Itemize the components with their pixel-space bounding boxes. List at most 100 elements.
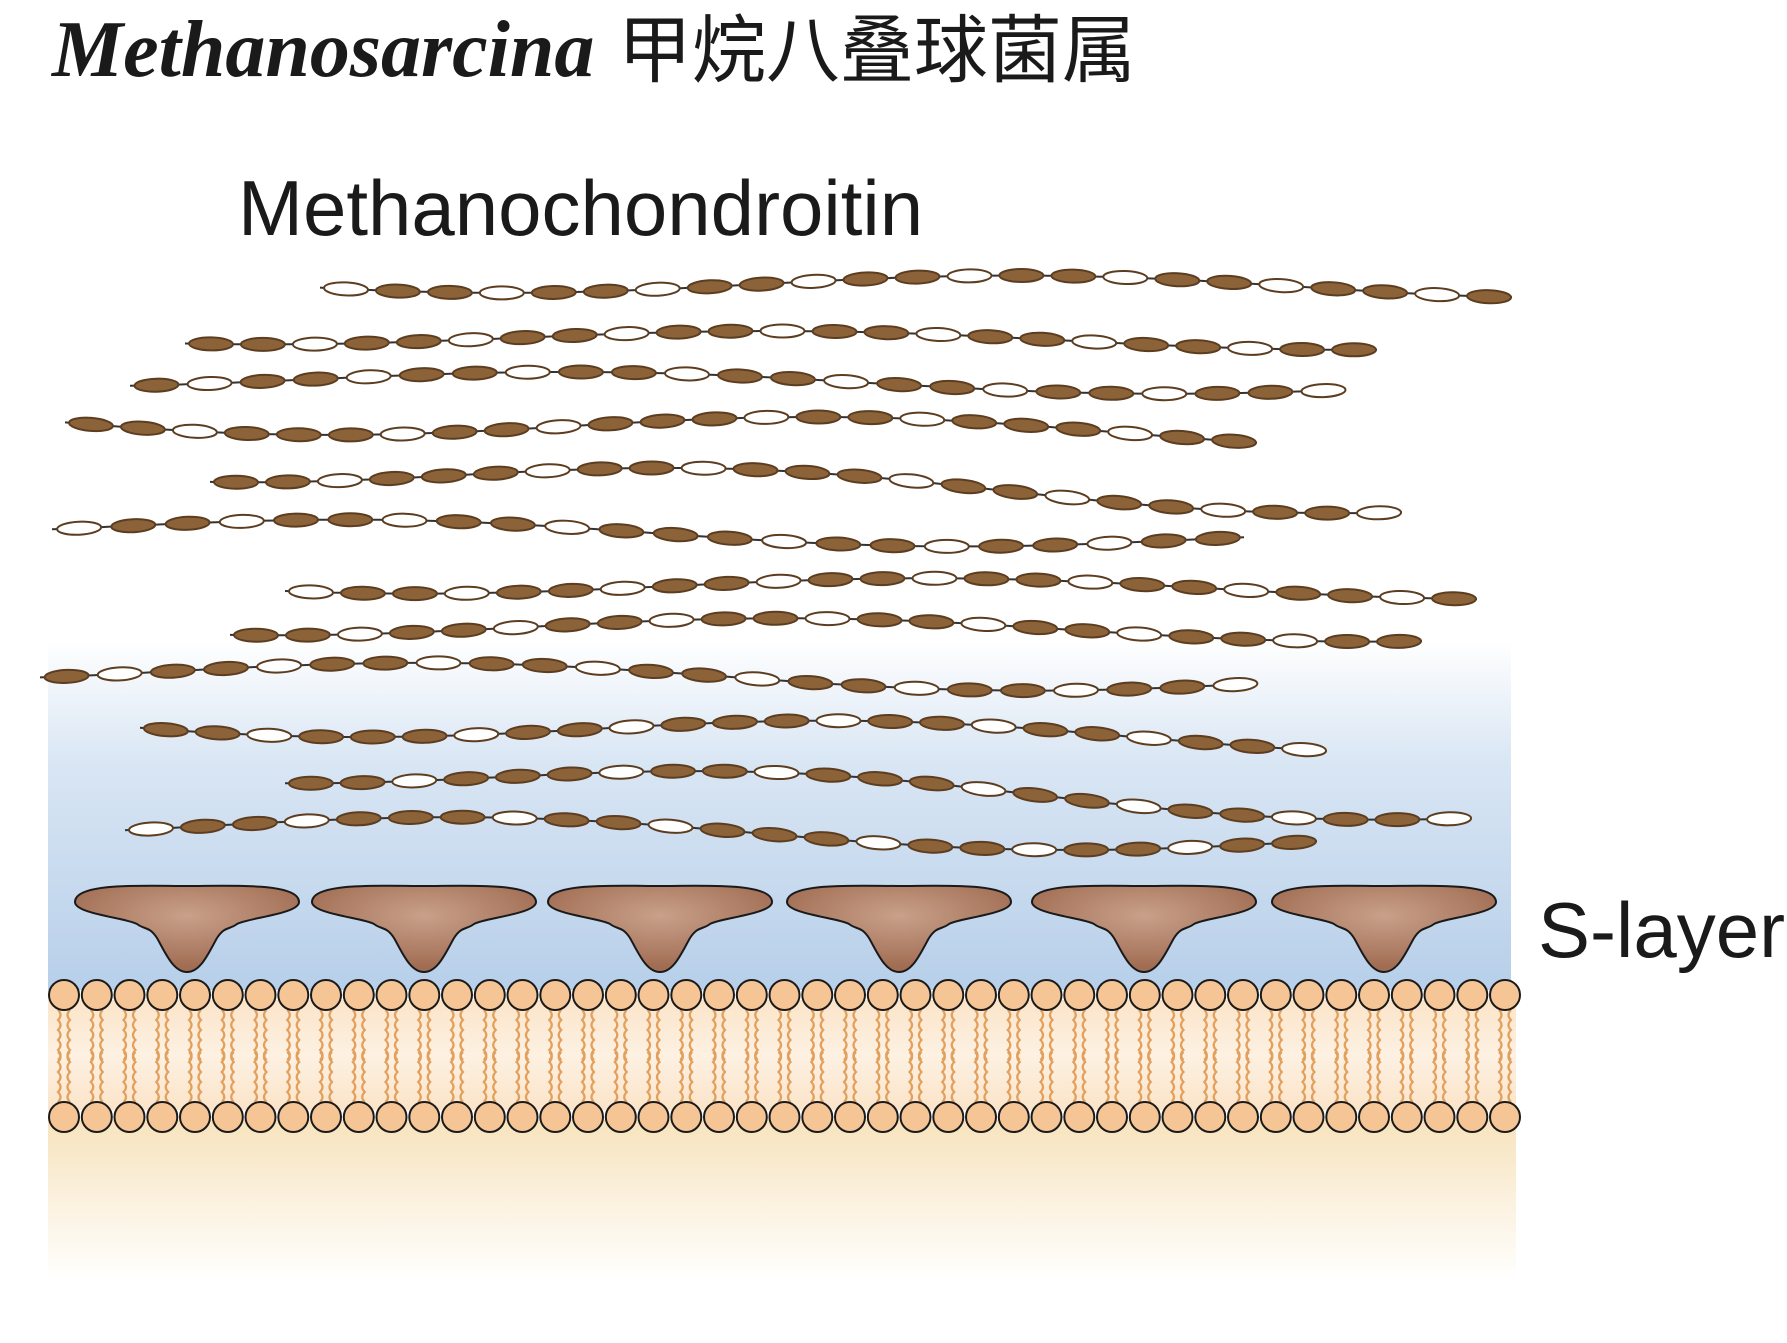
sugar-bead-brown (681, 667, 728, 683)
lipid-head-outer (1030, 979, 1063, 1011)
lipid-head-outer (604, 979, 637, 1011)
sugar-bead-brown (451, 365, 498, 381)
lipid-tail (1071, 1009, 1077, 1061)
lipid-tail (66, 1009, 72, 1061)
sugar-bead-white (415, 655, 462, 671)
sugar-bead-brown (1119, 577, 1166, 593)
sugar-bead-white (128, 821, 174, 837)
s-layer-protein (785, 884, 1013, 974)
polymer-chain (209, 460, 1403, 521)
lipid-tail (1245, 1051, 1251, 1103)
sugar-bead-brown (805, 767, 852, 783)
sugar-bead-brown (203, 660, 249, 677)
lipid-head-inner (473, 1101, 506, 1133)
lipid-head-inner (899, 1101, 932, 1133)
sugar-bead-white (381, 512, 428, 528)
lipid-tail (1048, 1051, 1055, 1103)
sugar-bead-white (664, 366, 710, 382)
sugar-bead-brown (1229, 738, 1276, 754)
sugar-bead-white (336, 626, 383, 642)
sugar-bead-brown (440, 622, 487, 638)
sugar-bead-brown (959, 840, 1006, 856)
lipid-tail (449, 1009, 455, 1061)
polymer-chain (51, 512, 1245, 554)
lipid-head-inner (408, 1101, 441, 1133)
sugar-bead-white (246, 727, 293, 743)
sugar-bead-white (911, 570, 958, 586)
lipid-head-outer (1161, 979, 1194, 1011)
lipid-tail (1366, 1009, 1372, 1061)
sugar-bead-brown (1171, 579, 1218, 596)
sugar-bead-brown (494, 768, 541, 784)
lipid-tail (230, 1051, 236, 1103)
lipid-tail (973, 1009, 979, 1061)
lipid-tail (917, 1051, 924, 1103)
sugar-bead-brown (1247, 384, 1294, 400)
lipid-tail (1114, 1009, 1120, 1061)
lipid-tail (262, 1051, 269, 1103)
lipid-tail (875, 1051, 881, 1103)
lipid-tail (688, 1009, 694, 1061)
lipid-tail (1278, 1051, 1284, 1103)
sugar-bead-brown (530, 284, 577, 301)
sugar-bead-white (598, 764, 645, 780)
sugar-bead-brown (179, 818, 226, 834)
lipid-tail (426, 1009, 432, 1061)
sugar-bead-white (186, 375, 233, 392)
sugar-bead-white (960, 616, 1007, 633)
lipid-tail (1137, 1051, 1143, 1103)
sugar-bead-brown (628, 460, 675, 476)
sugar-bead-white (56, 520, 103, 536)
lipid-tail (721, 1009, 727, 1061)
lipid-head-inner (1227, 1101, 1259, 1133)
sugar-bead-white (492, 620, 539, 636)
lipid-tail (1300, 1051, 1307, 1103)
lipid-tail (907, 1051, 914, 1103)
sugar-bead-brown (1159, 679, 1206, 695)
polymer-chain (129, 364, 1347, 402)
sugar-bead-brown (863, 325, 910, 341)
lipid-head-outer (899, 979, 932, 1011)
lipid-tail (1081, 1009, 1087, 1061)
sugar-bead-brown (298, 729, 345, 745)
lipid-tail (1409, 1051, 1415, 1103)
sugar-bead-brown (1012, 619, 1059, 636)
lipid-head-inner (113, 1101, 146, 1133)
sugar-bead-brown (547, 582, 594, 598)
lipid-head-outer (342, 979, 375, 1011)
sugar-bead-brown (239, 336, 286, 352)
sugar-bead-brown (495, 584, 542, 600)
sugar-bead-brown (1140, 533, 1187, 549)
lipid-head-outer (80, 979, 113, 1011)
sugar-bead-white (960, 781, 1007, 797)
lipid-tail (819, 1051, 825, 1103)
lipid-tail (1376, 1009, 1382, 1061)
sugar-bead-brown (1168, 629, 1215, 645)
lipid-tail (940, 1009, 946, 1061)
sugar-bead-white (379, 426, 426, 442)
sugar-bead-white (323, 281, 369, 297)
lipid-head-outer (539, 979, 572, 1011)
sugar-bead-brown (231, 815, 278, 832)
sugar-bead-brown (847, 410, 894, 426)
label-s-layer: S-layer (1538, 886, 1786, 974)
sugar-bead-white (535, 419, 582, 435)
sugar-bead-brown (1064, 623, 1111, 639)
lipid-tail (426, 1051, 432, 1103)
label-methanochondroitin: Methanochondroitin (238, 164, 924, 252)
sugar-bead-brown (738, 276, 785, 292)
lipid-tail (1179, 1051, 1186, 1103)
sugar-bead-brown (595, 814, 642, 831)
sugar-bead-brown (707, 323, 754, 339)
lipid-head-outer (179, 979, 211, 1011)
lipid-tail (1310, 1009, 1317, 1061)
sugar-bead-brown (1466, 289, 1512, 305)
lipid-tail (361, 1009, 367, 1061)
sugar-bead-brown (859, 571, 906, 587)
sugar-bead-brown (1252, 504, 1299, 520)
sugar-bead-white (256, 658, 303, 674)
sugar-bead-brown (1012, 786, 1059, 803)
sugar-bead-brown (1279, 341, 1326, 358)
sugar-bead-brown (639, 413, 686, 429)
sugar-bead-white (1223, 582, 1270, 599)
